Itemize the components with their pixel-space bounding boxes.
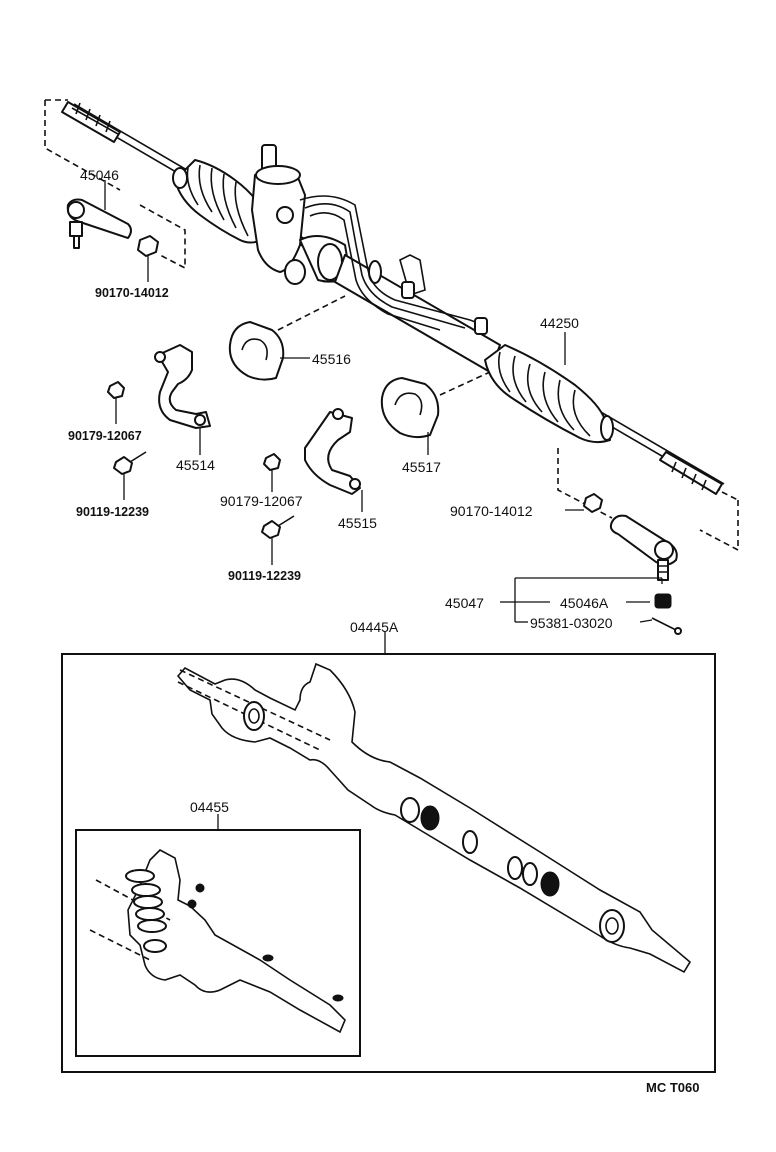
left-rack-thread bbox=[61, 101, 121, 143]
nut-90170-right bbox=[565, 493, 603, 513]
label-90179-12067-left: 90179-12067 bbox=[68, 429, 142, 443]
label-04455: 04455 bbox=[190, 799, 229, 815]
bracket-cushion-45517 bbox=[380, 377, 440, 455]
label-90119-12239-left: 90119-12239 bbox=[76, 505, 149, 519]
right-tie-rod-end bbox=[609, 514, 678, 581]
right-rack-boot bbox=[484, 344, 614, 444]
label-95381-03020: 95381-03020 bbox=[530, 615, 613, 631]
right-rack-thread bbox=[659, 451, 723, 495]
left-end-dashed-outline bbox=[44, 99, 121, 191]
steering-rack-assembly bbox=[44, 99, 739, 552]
label-90119-12239-mid: 90119-12239 bbox=[228, 569, 301, 583]
tie-rod-end-leader-tree bbox=[500, 577, 663, 623]
reference-code: MC T060 bbox=[646, 1080, 699, 1095]
left-tie-rod-end bbox=[66, 180, 132, 249]
left-rack-boot bbox=[172, 159, 263, 244]
rack-housing-tube bbox=[334, 254, 501, 373]
nut-90179-mid bbox=[263, 453, 281, 492]
bracket-45515 bbox=[304, 408, 363, 512]
hydraulic-pressure-lines bbox=[299, 195, 488, 335]
label-45517: 45517 bbox=[402, 459, 441, 475]
label-90170-14012-left: 90170-14012 bbox=[95, 286, 169, 300]
kit-box-04455 bbox=[75, 829, 361, 1057]
label-90179-12067-mid: 90179-12067 bbox=[220, 493, 303, 509]
kit-box-04445A bbox=[61, 653, 716, 1073]
bracket-dashed-leader-left bbox=[277, 295, 346, 331]
tie-rod-end-boot-45046A bbox=[654, 593, 672, 609]
pinion-valve-housing bbox=[251, 144, 351, 285]
cotter-pin-95381 bbox=[651, 617, 682, 635]
kit-04455-valve-outline bbox=[89, 849, 346, 1034]
nut-90179-left bbox=[107, 381, 125, 424]
label-90170-14012-right: 90170-14012 bbox=[450, 503, 533, 519]
label-45516: 45516 bbox=[312, 351, 351, 367]
bolt-90119-mid bbox=[261, 515, 295, 565]
label-45046A: 45046A bbox=[560, 595, 609, 611]
kit-seal-rings bbox=[400, 797, 560, 897]
left-nut-dashed-outline bbox=[139, 204, 186, 270]
bracket-cushion-45516 bbox=[228, 321, 310, 381]
kit-rack-outline bbox=[176, 662, 692, 974]
bracket-dashed-leader-right bbox=[439, 371, 491, 396]
label-04445A: 04445A bbox=[350, 619, 399, 635]
label-44250: 44250 bbox=[540, 315, 579, 331]
label-45515: 45515 bbox=[338, 515, 377, 531]
bolt-90119-left bbox=[113, 451, 147, 500]
left-tie-rod-nut bbox=[137, 235, 159, 282]
label-45046: 45046 bbox=[80, 167, 119, 183]
label-45514: 45514 bbox=[176, 457, 215, 473]
label-45047: 45047 bbox=[445, 595, 484, 611]
bracket-45514 bbox=[154, 344, 211, 455]
